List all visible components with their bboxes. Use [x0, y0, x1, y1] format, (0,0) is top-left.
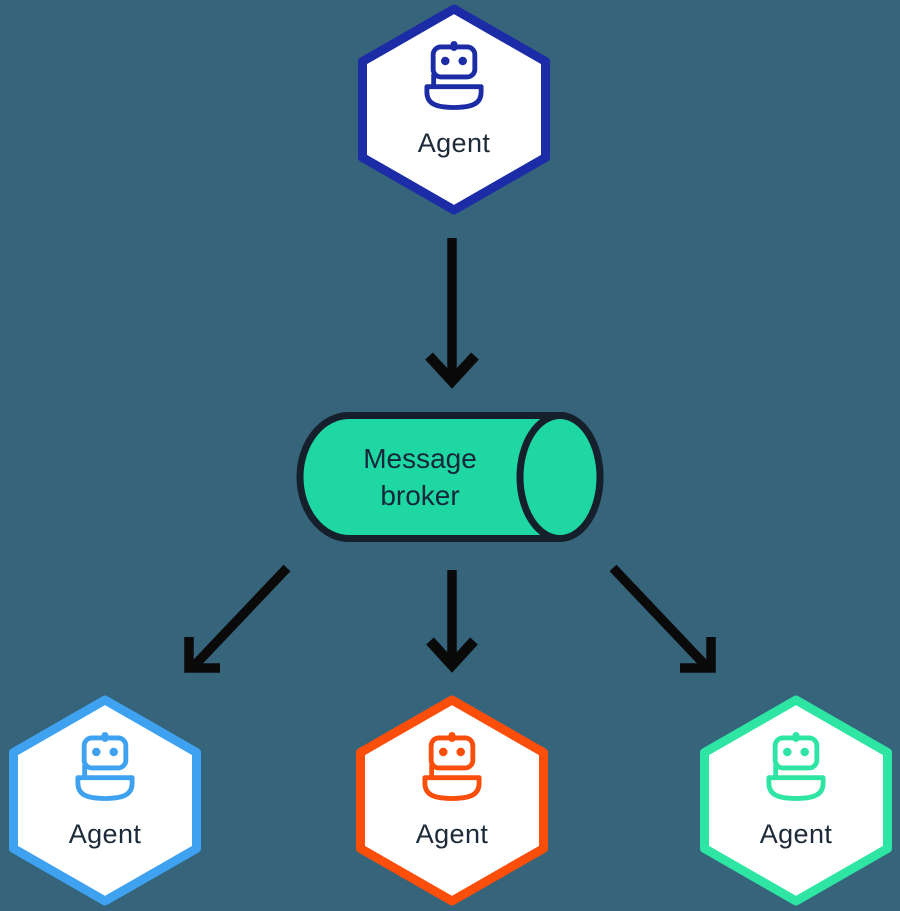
robot-body — [424, 83, 484, 110]
robot-body — [422, 774, 482, 801]
arrow-shaft — [609, 564, 710, 670]
agent-label: Agent — [68, 818, 142, 849]
message-broker-node: Message broker — [296, 412, 604, 542]
arrow-broker-to-left-agent — [184, 564, 291, 673]
robot-eye-left — [92, 747, 101, 756]
arrow-shaft — [190, 564, 291, 670]
arrow-broker-to-right-agent — [609, 564, 716, 673]
agent-node-right: Agent — [699, 695, 893, 906]
hexagon-shape — [700, 695, 892, 906]
robot-head — [772, 735, 820, 770]
robot-eye-left — [783, 747, 792, 756]
agent-label: Agent — [417, 127, 491, 158]
robot-eye-left — [441, 56, 450, 65]
hexagon-border — [356, 695, 548, 906]
robot-icon — [424, 40, 484, 110]
robot-eye-right — [458, 56, 467, 65]
broker-label: Message broker — [363, 443, 477, 511]
agent-label: Agent — [759, 818, 833, 849]
hexagon-content: Agent — [355, 685, 549, 896]
arrow-broker-to-middle-agent — [426, 570, 478, 673]
cylinder-shape — [296, 412, 604, 542]
broker-label-wrap: Message broker — [297, 412, 602, 542]
agent-node-left: Agent — [8, 695, 202, 906]
robot-body — [75, 774, 135, 801]
robot-eye-right — [456, 747, 465, 756]
hexagon-border — [9, 695, 201, 906]
robot-eye-right — [109, 747, 118, 756]
hexagon-content: Agent — [8, 685, 202, 896]
robot-head — [428, 735, 476, 770]
hexagon-border — [358, 4, 550, 215]
robot-icon — [75, 731, 135, 801]
robot-head — [81, 735, 129, 770]
robot-icon — [766, 731, 826, 801]
hexagon-shape — [358, 4, 550, 215]
agent-node-top: Agent — [357, 4, 551, 215]
arrow-head — [184, 637, 220, 673]
arrow-head — [426, 637, 478, 673]
hexagon-content: Agent — [357, 0, 551, 205]
robot-body — [766, 774, 826, 801]
hexagon-border — [700, 695, 892, 906]
hexagon-shape — [356, 695, 548, 906]
robot-icon — [422, 731, 482, 801]
agent-node-middle: Agent — [355, 695, 549, 906]
arrow-head — [680, 637, 716, 673]
hexagon-content: Agent — [699, 685, 893, 896]
robot-eye-left — [439, 747, 448, 756]
arrow-head — [425, 352, 479, 389]
cylinder-end-cap — [516, 412, 604, 542]
robot-head — [430, 44, 478, 79]
robot-eye-right — [800, 747, 809, 756]
arrow-top-agent-to-broker — [425, 238, 479, 389]
hexagon-shape — [9, 695, 201, 906]
agent-label: Agent — [415, 818, 489, 849]
